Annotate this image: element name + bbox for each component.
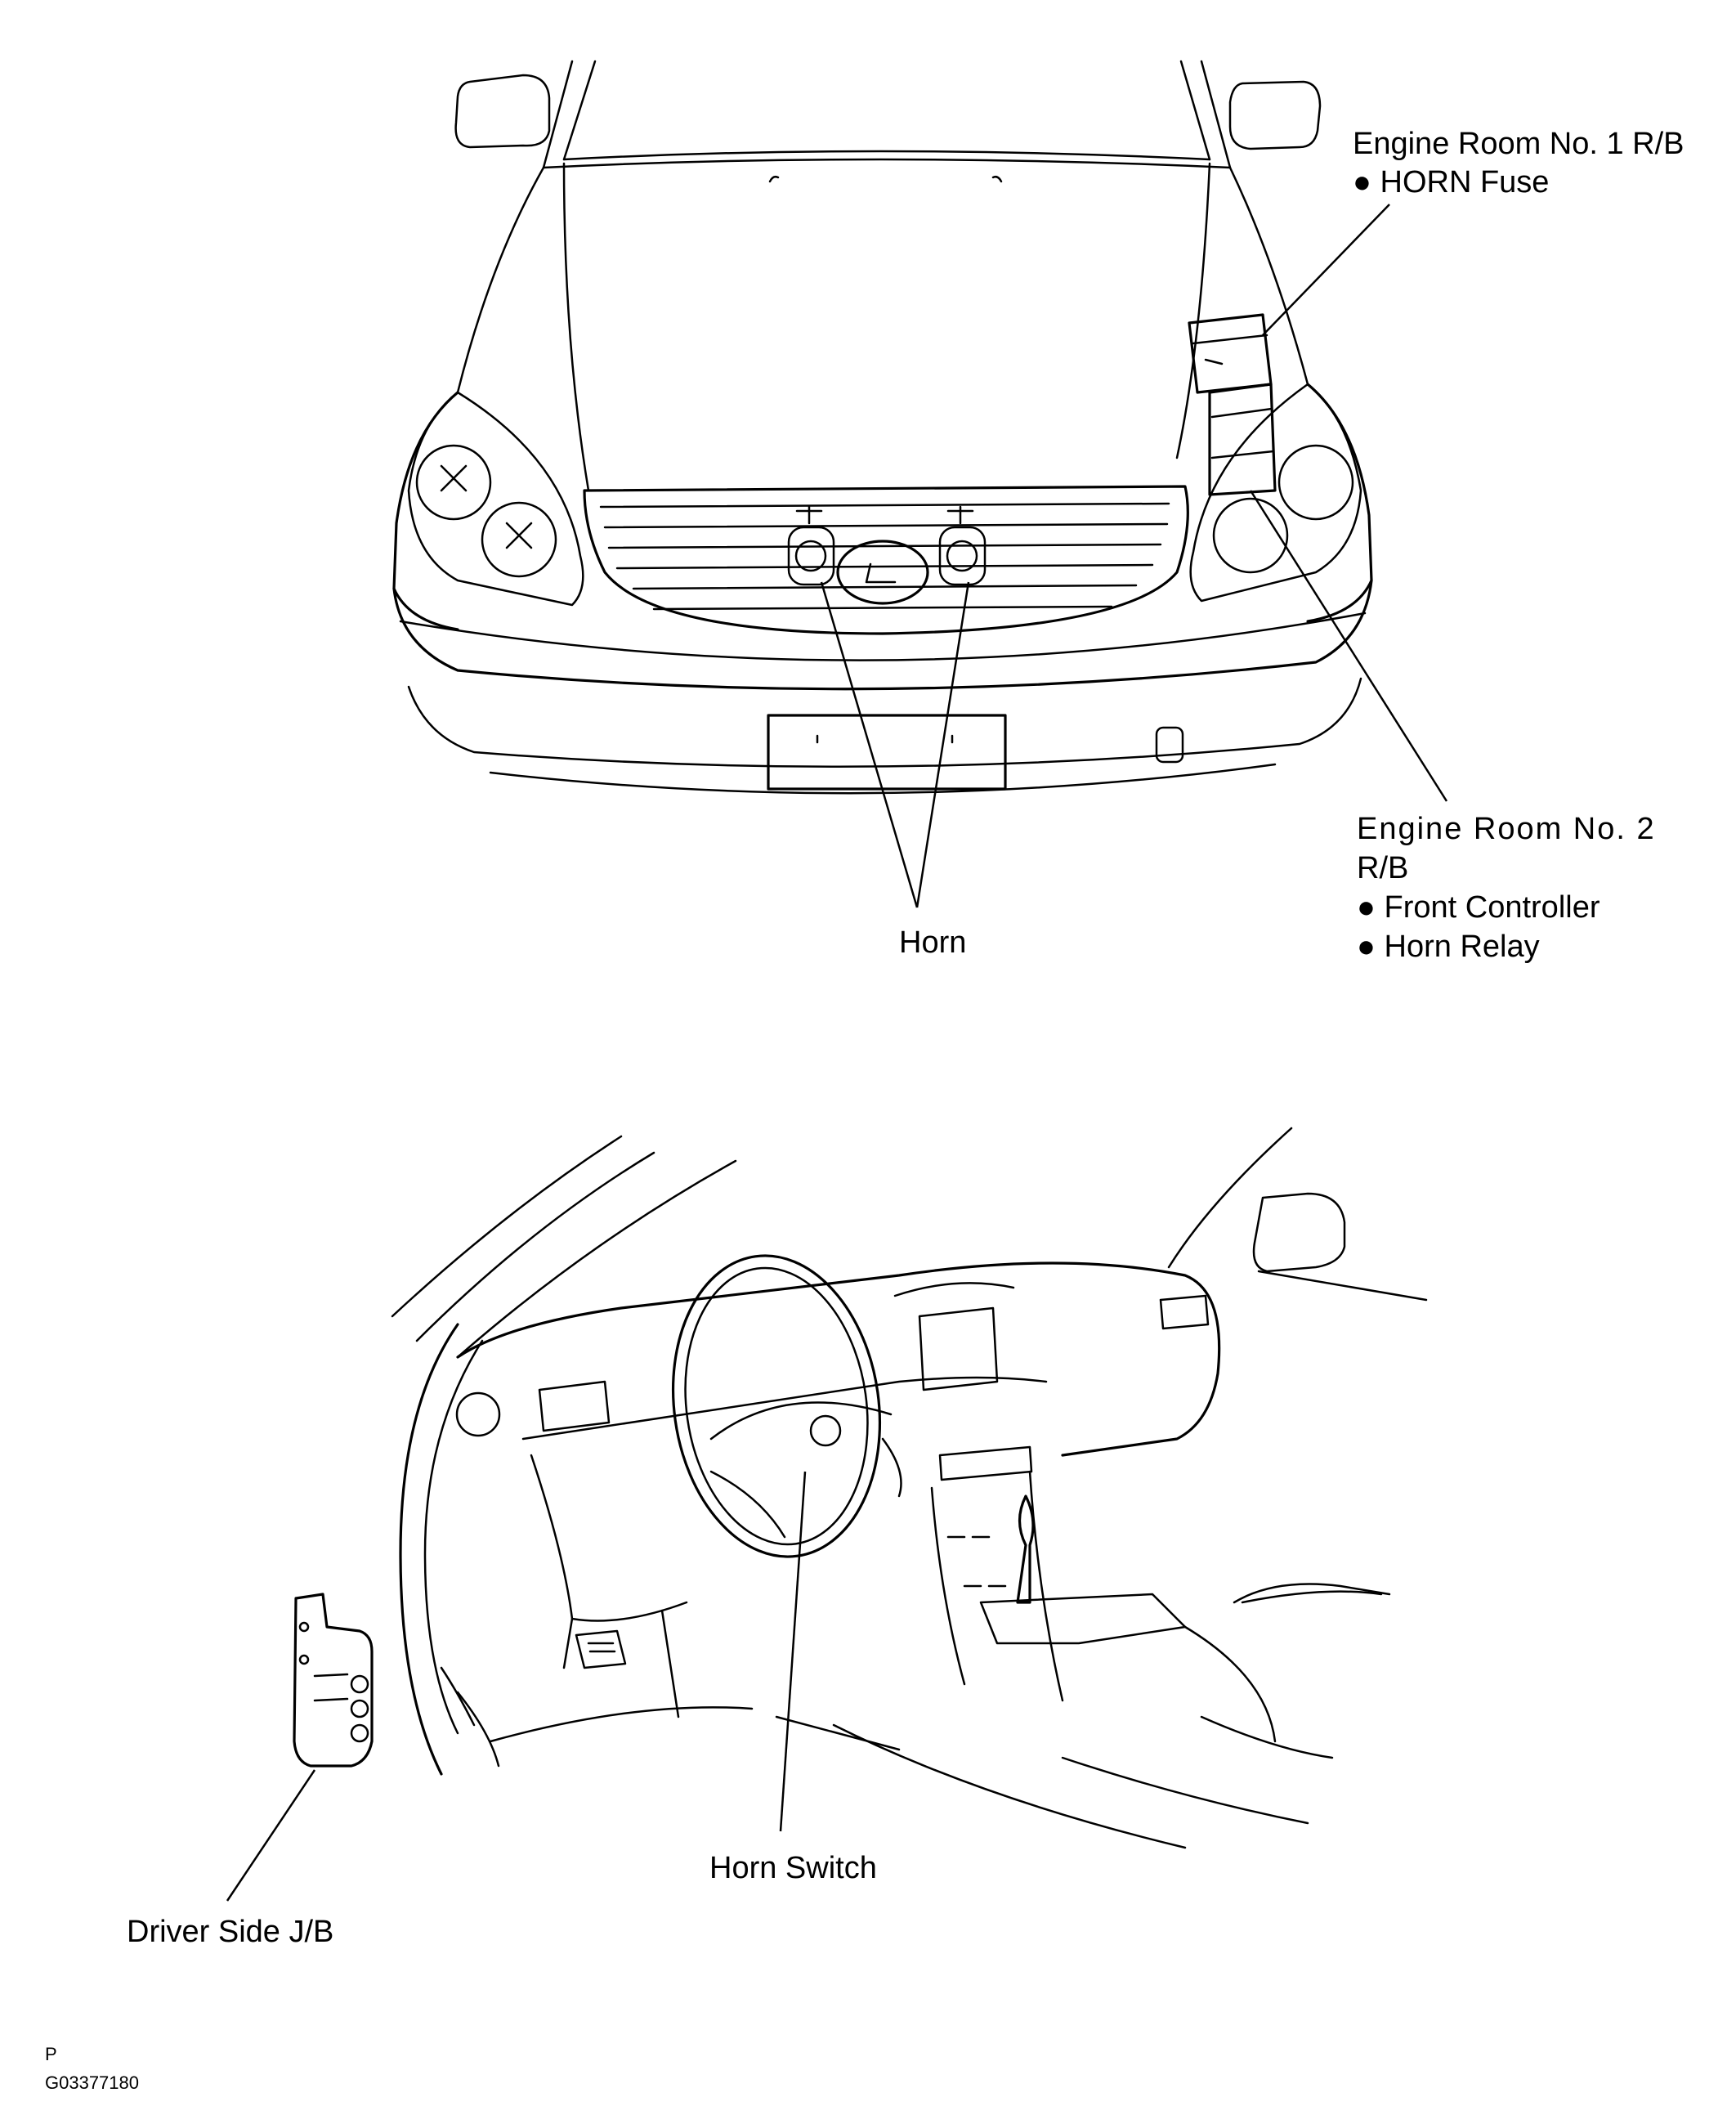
label-engine-room-no2-rb: Engine Room No. 2 R/B Front Controller H… — [1357, 809, 1656, 966]
footer-code: G03377180 — [45, 2072, 139, 2093]
left-headlight — [407, 391, 584, 607]
license-plate — [767, 714, 1007, 791]
driver-side-jb-shape — [293, 1593, 374, 1768]
leader-er2 — [1249, 490, 1448, 802]
horn-right-shape — [938, 505, 987, 586]
label-horn-switch: Horn Switch — [709, 1851, 877, 1885]
er1-title: Engine Room No. 1 R/B — [1353, 127, 1685, 161]
engine-room-no2-rb-shape — [1208, 383, 1277, 496]
er2-title-line1: Engine Room No. 2 — [1357, 812, 1656, 846]
er2-title-line2: R/B — [1357, 851, 1409, 885]
footer-letter: P — [45, 2044, 57, 2064]
brake-pedal — [575, 1629, 627, 1669]
leader-horn-left — [820, 581, 919, 908]
car-interior-view — [293, 1127, 1428, 1849]
car-front-view — [392, 60, 1373, 795]
er1-item-horn-fuse: HORN Fuse — [1353, 164, 1685, 202]
interior-mirror — [1252, 1192, 1346, 1273]
horn-left-shape — [787, 505, 835, 586]
leader-horn-right — [915, 581, 970, 908]
leader-horn-switch — [779, 1471, 807, 1832]
right-headlight — [1189, 383, 1362, 603]
er2-item-horn-relay: Horn Relay — [1357, 927, 1656, 966]
er2-item-front-controller: Front Controller — [1357, 888, 1656, 927]
label-engine-room-no1-rb: Engine Room No. 1 R/B HORN Fuse — [1353, 125, 1685, 202]
label-driver-side-jb: Driver Side J/B — [127, 1915, 334, 1949]
center-screen — [918, 1306, 999, 1391]
gear-shifter — [1016, 1494, 1035, 1604]
dashboard — [456, 1261, 1221, 1457]
left-mirror — [454, 74, 551, 149]
engine-room-no1-rb-shape — [1188, 313, 1273, 394]
leader-driver-jb — [226, 1769, 316, 1902]
emblem — [836, 540, 929, 605]
leader-er1 — [1262, 204, 1390, 336]
grille — [583, 485, 1189, 635]
steering-wheel — [671, 1254, 882, 1558]
right-mirror — [1228, 80, 1322, 150]
label-horn: Horn — [899, 925, 967, 960]
